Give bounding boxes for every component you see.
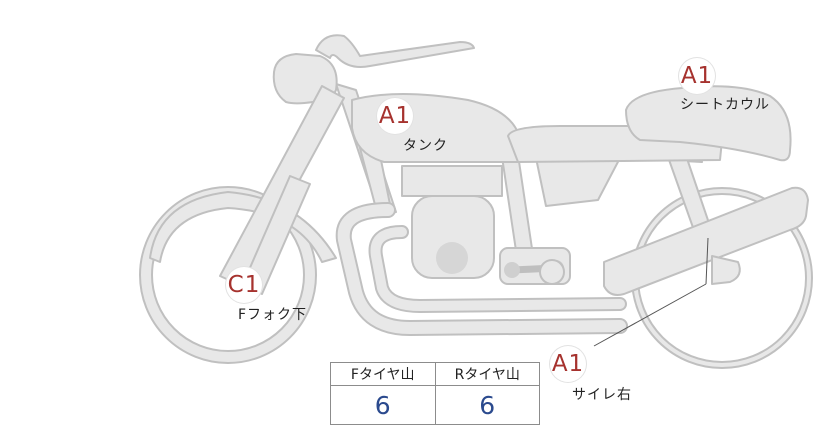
grade-marker-tank: A1 [377, 98, 413, 134]
table-row: 6 6 [330, 385, 540, 425]
engine [401, 165, 571, 285]
header-rear-tire-tread: Rタイヤ山 [434, 362, 540, 386]
exhaust-pipes [335, 202, 628, 336]
label-side-right: サイレ右 [572, 387, 632, 403]
muffler [603, 186, 809, 296]
grade-marker-side-right: A1 [550, 346, 586, 382]
label-seat-cowl: シートカウル [680, 97, 770, 113]
fork-tube [241, 175, 311, 295]
table-header-row: Fタイヤ山 Rタイヤ山 [330, 362, 540, 386]
handlebar [315, 34, 475, 68]
muffler-mount [711, 255, 741, 285]
tire-tread-table: Fタイヤ山 Rタイヤ山 6 6 [330, 362, 540, 425]
grade-marker-seat-cowl: A1 [679, 58, 715, 94]
label-tank: タンク [403, 138, 448, 154]
side-cover [535, 157, 621, 207]
value-front-tire-tread: 6 [330, 385, 436, 425]
value-rear-tire-tread: 6 [434, 385, 540, 425]
grade-marker-front-fork: C1 [226, 267, 262, 303]
header-front-tire-tread: Fタイヤ山 [330, 362, 436, 386]
leader-lines [593, 237, 709, 347]
label-front-fork: Fフォク下 [238, 307, 308, 323]
